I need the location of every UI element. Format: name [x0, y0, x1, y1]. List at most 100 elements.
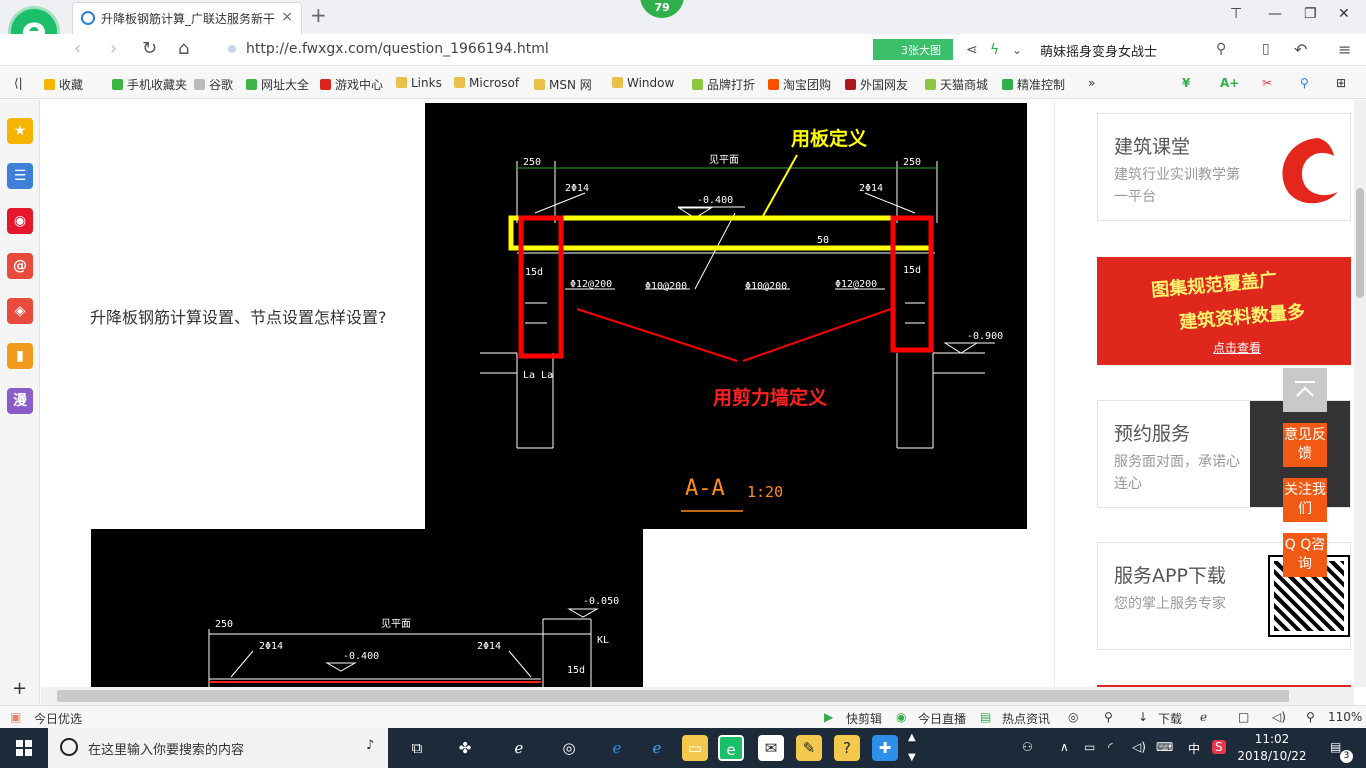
vertical-scrollbar[interactable] [1354, 100, 1366, 687]
status-item[interactable]: 下载 [1158, 712, 1183, 726]
bookmark-item[interactable]: 品牌打折 [692, 76, 755, 93]
restore-icon[interactable]: ❐ [1304, 6, 1317, 22]
window-icon[interactable]: □ [1238, 710, 1250, 724]
sogou-icon[interactable]: S [1212, 740, 1226, 754]
keyboard-icon[interactable]: ⌨ [1156, 740, 1174, 754]
status-item[interactable]: 热点资讯 [1002, 712, 1051, 726]
star-icon[interactable]: ★ [7, 118, 33, 144]
menu-icon[interactable]: ≡ [1338, 40, 1352, 59]
vertical-scroll-thumb[interactable] [1356, 188, 1364, 298]
download-icon[interactable]: ↓ [1138, 710, 1149, 724]
bookmark-item[interactable]: Links [396, 76, 442, 90]
bookmark-item[interactable]: 收藏 [44, 76, 83, 93]
zoom-icon[interactable]: ⚲ [1300, 76, 1309, 90]
url-input[interactable]: http://e.fwxgx.com/question_1966194.html [218, 38, 868, 62]
close-window-icon[interactable]: ✕ [1338, 6, 1350, 22]
help-icon[interactable]: ? [834, 735, 860, 761]
game-icon[interactable]: ◈ [7, 298, 33, 324]
horizontal-scroll-thumb[interactable] [57, 690, 1289, 702]
bookmark-item[interactable]: 手机收藏夹 [112, 76, 187, 93]
ad-cta-link[interactable]: 点击查看 [1213, 341, 1262, 355]
taskbar-search-input[interactable]: 在这里输入你要搜索的内容 ♪ [48, 728, 388, 768]
bookmark-item[interactable]: 天猫商城 [925, 76, 988, 93]
minimize-icon[interactable]: — [1268, 6, 1282, 22]
browser-icon[interactable]: ◎ [1068, 710, 1079, 724]
refresh-icon[interactable]: ↻ [142, 38, 158, 59]
home-icon[interactable]: ⌂ [178, 38, 190, 59]
mail-icon[interactable]: @ [7, 253, 33, 279]
book-icon[interactable]: ▮ [7, 343, 33, 369]
volume-icon[interactable]: ◁) [1272, 710, 1286, 724]
back-icon[interactable]: ‹ [74, 38, 82, 59]
follow-button[interactable]: 关注我们 [1283, 478, 1327, 522]
ie-icon[interactable]: ℯ [1200, 710, 1208, 724]
collapse-icon[interactable]: ⟨| [14, 76, 23, 90]
wifi-icon[interactable]: ◜ [1108, 740, 1113, 754]
bookmark-item[interactable]: 谷歌 [194, 76, 233, 93]
ie-icon[interactable]: ℯ [652, 739, 662, 757]
tray-expand-icon[interactable]: ∧ [1060, 740, 1069, 754]
mic-icon[interactable]: ♪ [366, 738, 375, 753]
phone-icon[interactable]: ▯ [1262, 41, 1270, 57]
system-clock[interactable]: 11:02 2018/10/22 [1232, 731, 1312, 765]
bookmark-item[interactable]: 精准控制 [1002, 76, 1065, 93]
search-suggestion[interactable]: 萌妹摇身变身女战士 [1040, 45, 1158, 60]
news-icon[interactable]: ☰ [7, 163, 33, 189]
bookmark-item[interactable]: 游戏中心 [320, 76, 383, 93]
share-icon[interactable]: ⋖ [966, 42, 978, 58]
shield-icon[interactable]: ¥ [1182, 76, 1191, 90]
browser-taskbar-icon[interactable]: e [718, 735, 744, 761]
lightning-icon[interactable]: ϟ [990, 42, 1000, 58]
shirt-skin-icon[interactable]: ⊤ [1230, 6, 1243, 22]
edge-e-icon[interactable]: ℯ [514, 739, 524, 757]
browser-tab[interactable]: 升降板钢筋计算_广联达服务新干 × [72, 2, 302, 34]
file-explorer-icon[interactable]: ▭ [682, 735, 708, 761]
comic-icon[interactable]: 漫 [7, 388, 33, 414]
fan-icon[interactable]: ✤ [458, 739, 472, 757]
scroll-up-icon[interactable]: ▲ [908, 732, 916, 743]
bookmark-item[interactable]: Microsof [454, 76, 519, 90]
feedback-button[interactable]: 意见反馈 [1283, 423, 1327, 467]
today-picks-link[interactable]: 今日优选 [34, 712, 83, 726]
back-to-top-button[interactable] [1283, 368, 1327, 412]
bookmark-item[interactable]: 淘宝团购 [768, 76, 831, 93]
bigpic-button[interactable]: 3张大图 [873, 39, 953, 60]
ime-indicator[interactable]: 中 [1188, 742, 1201, 756]
horizontal-scrollbar[interactable] [41, 687, 1354, 705]
task-view-icon[interactable]: ⧉ [411, 739, 423, 757]
forward-icon[interactable]: › [110, 38, 118, 59]
search-icon[interactable]: ⚲ [1216, 41, 1227, 57]
chevron-down-icon[interactable]: ⌄ [1012, 43, 1023, 57]
scissors-icon[interactable]: ✂ [1262, 76, 1273, 90]
note-icon[interactable]: ✎ [796, 735, 822, 761]
status-item[interactable]: 快剪辑 [846, 712, 883, 726]
promo-banner[interactable]: 图集规范覆盖广 建筑资料数量多 点击查看 [1097, 257, 1351, 365]
bookmark-item[interactable]: Window [612, 76, 674, 90]
undo-icon[interactable]: ↶ [1294, 40, 1308, 59]
sidebar-add-button[interactable]: + [12, 678, 28, 699]
volume-tray-icon[interactable]: ◁) [1132, 740, 1146, 754]
bookmark-item[interactable]: 网址大全 [246, 76, 309, 93]
bookmark-item[interactable]: MSN 网 [534, 76, 592, 93]
notification-badge[interactable]: 79 [640, 0, 684, 18]
start-button[interactable] [0, 728, 48, 768]
bookmark-item[interactable]: 外国网友 [845, 76, 908, 93]
pin-icon[interactable]: ⚲ [1104, 710, 1113, 724]
translate-icon[interactable]: A+ [1220, 76, 1240, 90]
new-tab-button[interactable]: + [310, 3, 327, 27]
card-building-class[interactable]: 建筑课堂 建筑行业实训教学第一平台 [1097, 113, 1351, 221]
tab-close-icon[interactable]: × [281, 9, 293, 25]
plus-app-icon[interactable]: ✚ [872, 735, 898, 761]
battery-icon[interactable]: ▭ [1084, 740, 1096, 754]
zoom-icon[interactable]: ⚲ [1306, 710, 1315, 724]
mail-icon[interactable]: ✉ [758, 735, 784, 761]
edge-icon[interactable]: ℯ [612, 739, 622, 757]
people-icon[interactable]: ⚇ [1022, 740, 1033, 754]
zoom-level[interactable]: 110% [1328, 710, 1363, 724]
notification-center-icon[interactable]: ▤ [1330, 740, 1342, 754]
swirl-icon[interactable]: ◎ [562, 739, 576, 757]
apps-grid-icon[interactable]: ⊞ [1336, 76, 1347, 90]
scroll-down-icon[interactable]: ▼ [908, 752, 916, 763]
more-bookmarks-icon[interactable]: » [1088, 76, 1096, 90]
qq-consult-button[interactable]: Q Q咨询 [1283, 533, 1327, 577]
